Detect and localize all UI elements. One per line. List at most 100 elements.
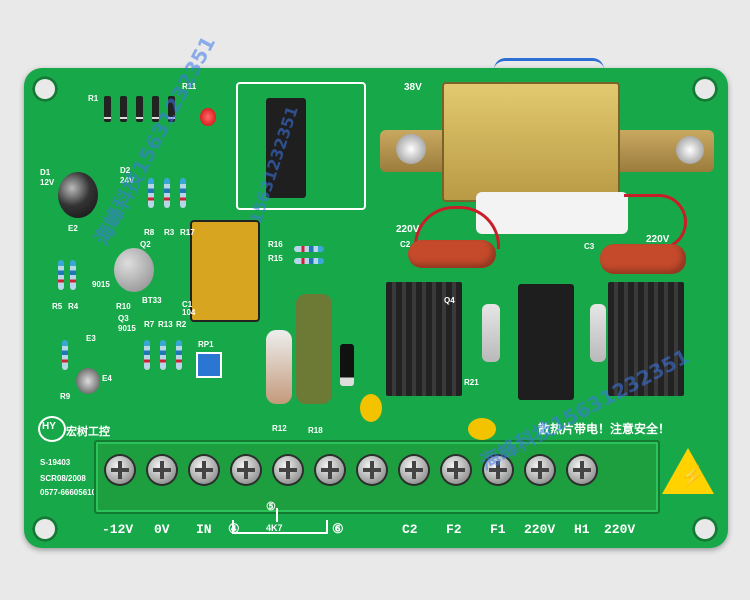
label-bt33: BT33 <box>142 296 162 305</box>
label-r9: R9 <box>60 392 71 401</box>
capacitor-c2 <box>408 240 496 268</box>
label-r8: R8 <box>144 228 155 237</box>
phone-number: 0577-66605610 <box>40 488 97 497</box>
label-r18: R18 <box>308 426 323 435</box>
bridge-rectifier <box>266 98 306 198</box>
heatsink-left <box>386 282 462 396</box>
terminal-screw-4[interactable] <box>232 456 260 484</box>
resistor-r12 <box>266 330 292 404</box>
label-220v-right: 220V <box>646 234 670 245</box>
label-r4: R4 <box>68 302 79 311</box>
cap-yellow-2 <box>468 418 496 440</box>
cap-yellow-1 <box>360 394 382 422</box>
terminal-screw-2[interactable] <box>148 456 176 484</box>
scr-module <box>518 284 574 400</box>
terminal-screw-10[interactable] <box>484 456 512 484</box>
pot-wiper <box>276 508 278 522</box>
warning-triangle <box>662 448 714 494</box>
terminal-label-in: IN <box>196 522 212 537</box>
label-9015-b: 9015 <box>118 324 136 333</box>
mounting-hole <box>32 76 58 102</box>
label-rp1: RP1 <box>198 340 214 349</box>
resistor-r21 <box>482 304 500 362</box>
diode-d7 <box>152 96 159 122</box>
label-r11: R11 <box>182 82 197 91</box>
label-e4: E4 <box>102 374 112 383</box>
terminal-screw-12[interactable] <box>568 456 596 484</box>
nut-left <box>396 134 426 164</box>
label-c3: C3 <box>584 242 595 251</box>
label-24v: 24V <box>120 176 135 185</box>
label-e2: E2 <box>68 224 78 233</box>
potentiometer-rp1 <box>196 352 222 378</box>
bridge-outline <box>236 82 366 210</box>
terminal-label-6: ⑥ <box>332 522 344 537</box>
terminal-label-0v: 0V <box>154 522 170 537</box>
terminal-screw-5[interactable] <box>274 456 302 484</box>
capacitor-bt33 <box>114 248 154 292</box>
resistor-r5 <box>58 260 64 290</box>
terminal-label-f2: F2 <box>446 522 462 537</box>
label-r7: R7 <box>144 320 155 329</box>
mounting-hole <box>692 76 718 102</box>
label-r10: R10 <box>116 302 131 311</box>
brand-logo-letters: HY <box>42 421 56 432</box>
model-line-2: SCR08/2008 <box>40 474 86 483</box>
resistor-r18 <box>296 294 332 404</box>
resistor-r13 <box>160 340 166 370</box>
label-r15: R15 <box>268 254 283 263</box>
terminal-screw-8[interactable] <box>400 456 428 484</box>
brand-logo <box>38 416 66 442</box>
label-r3: R3 <box>164 228 175 237</box>
pot-value: 4K7 <box>266 523 283 533</box>
pot-schematic <box>232 520 328 534</box>
terminal-label-c2: C2 <box>402 522 418 537</box>
terminal-screw-7[interactable] <box>358 456 386 484</box>
resistor-r9 <box>62 340 68 370</box>
resistor-r4 <box>70 260 76 290</box>
resistor-right <box>590 304 606 362</box>
terminal-label-220v-b: 220V <box>604 522 636 537</box>
terminal-label-f1: F1 <box>490 522 506 537</box>
resistor-r2 <box>176 340 182 370</box>
label-c2: C2 <box>400 240 411 249</box>
transformer-coil <box>476 192 628 234</box>
diode-d3 <box>104 96 111 122</box>
transformer <box>442 82 620 202</box>
diode-d5 <box>120 96 127 122</box>
label-q2: Q2 <box>140 240 151 249</box>
terminal-screw-9[interactable] <box>442 456 470 484</box>
resistor-r17 <box>180 178 186 208</box>
label-d1: D1 <box>40 168 51 177</box>
pulse-transformer <box>190 220 260 322</box>
mounting-hole <box>32 516 58 542</box>
diode-d6 <box>136 96 143 122</box>
label-r5: R5 <box>52 302 63 311</box>
capacitor-e2 <box>58 172 98 218</box>
label-r12: R12 <box>272 424 287 433</box>
label-q3: Q3 <box>118 314 129 323</box>
label-d2: D2 <box>120 166 131 175</box>
label-e3: E3 <box>86 334 96 343</box>
terminal-label-h1: H1 <box>574 522 590 537</box>
diode-d9 <box>168 96 175 122</box>
warning-text: 散热片带电！注意安全！ <box>538 422 671 436</box>
terminal-screw-1[interactable] <box>106 456 134 484</box>
terminal-label-5: ⑤ <box>266 502 276 514</box>
label-9015-a: 9015 <box>92 280 110 289</box>
model-line-1: S-19403 <box>40 458 71 467</box>
label-r16: R16 <box>268 240 283 249</box>
terminal-screw-3[interactable] <box>190 456 218 484</box>
resistor-r7 <box>144 340 150 370</box>
mounting-hole <box>692 516 718 542</box>
terminal-screw-11[interactable] <box>526 456 554 484</box>
brand-name: 宏树工控 <box>66 426 110 438</box>
terminal-screw-6[interactable] <box>316 456 344 484</box>
label-r17: R17 <box>180 228 195 237</box>
label-r13: R13 <box>158 320 173 329</box>
warning-bolt-icon: ⚡ <box>680 466 705 488</box>
resistor-r15 <box>294 258 324 264</box>
label-38v: 38V <box>404 82 422 93</box>
resistor-r16 <box>294 246 324 252</box>
label-c1: C1 <box>182 300 193 309</box>
